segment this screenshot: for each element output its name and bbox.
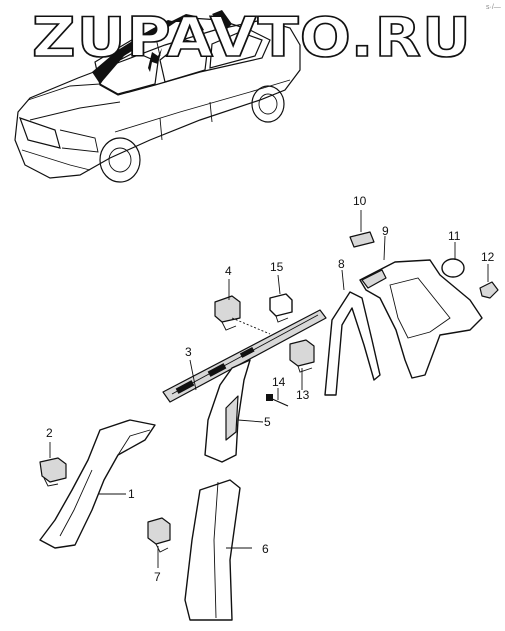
watermark-text: ZUPAVTO.RU bbox=[32, 6, 472, 69]
part-4-clip bbox=[214, 295, 241, 331]
callout-13: 13 bbox=[296, 388, 310, 402]
part-5-b-pillar-upper bbox=[204, 359, 251, 463]
part-13-clip bbox=[289, 339, 315, 373]
part-14-screw bbox=[266, 394, 289, 407]
part-1-pillar-trim bbox=[39, 419, 156, 549]
part-15-clip bbox=[269, 293, 293, 323]
car-illustration bbox=[14, 10, 301, 183]
callout-14: 14 bbox=[272, 375, 286, 389]
callout-1: 1 bbox=[128, 487, 135, 501]
part-12-grommet bbox=[479, 281, 499, 299]
callout-10: 10 bbox=[353, 194, 367, 208]
callout-6: 6 bbox=[262, 542, 269, 556]
callout-numbers: 1 2 3 4 5 6 7 8 9 10 11 12 13 14 15 bbox=[46, 194, 495, 584]
callout-15: 15 bbox=[270, 260, 284, 274]
callout-2: 2 bbox=[46, 426, 53, 440]
leader-lines bbox=[49, 210, 489, 568]
callout-11: 11 bbox=[448, 229, 461, 243]
callout-8: 8 bbox=[338, 257, 345, 271]
callout-7: 7 bbox=[154, 570, 161, 584]
corner-mark: s·/— bbox=[486, 4, 501, 11]
part-6-b-pillar-lower bbox=[184, 479, 241, 621]
part-3-moulding bbox=[162, 309, 327, 403]
part-7-clip bbox=[147, 517, 171, 553]
callout-9: 9 bbox=[382, 224, 389, 238]
callout-3: 3 bbox=[185, 345, 192, 359]
part-8-c-pillar bbox=[324, 291, 381, 396]
part-10-plate bbox=[349, 231, 375, 248]
callout-5: 5 bbox=[264, 415, 271, 429]
callout-4: 4 bbox=[225, 264, 232, 278]
part-9-quarter-trim bbox=[359, 259, 483, 379]
part-11-cap bbox=[441, 258, 465, 278]
part-2-clip bbox=[39, 457, 67, 487]
callout-12: 12 bbox=[481, 250, 495, 264]
